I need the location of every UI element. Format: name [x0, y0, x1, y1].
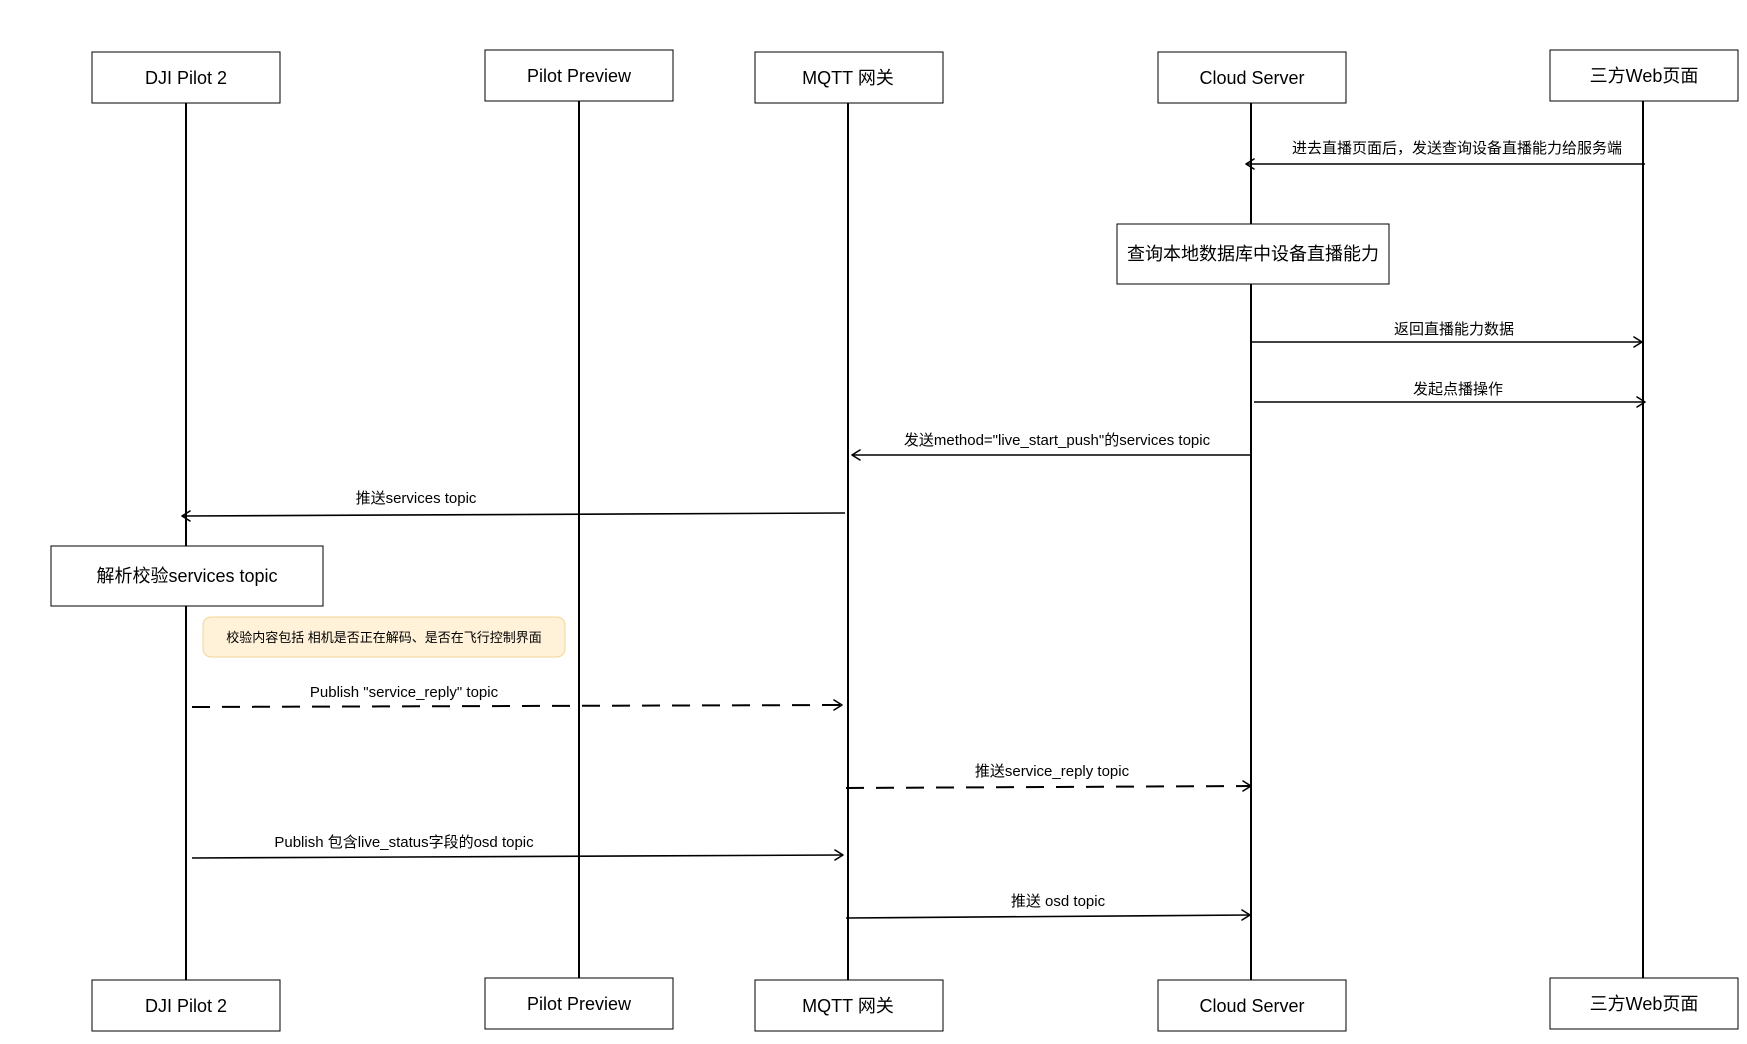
actor-label: Pilot Preview — [527, 66, 632, 86]
activity-label: 解析校验services topic — [96, 566, 277, 586]
actor-label: 三方Web页面 — [1590, 66, 1699, 86]
activity-query-local-db: 查询本地数据库中设备直播能力 — [1116, 223, 1390, 285]
actor-top-mqtt-gateway: MQTT 网关 — [754, 51, 944, 104]
message-label: 推送services topic — [356, 490, 477, 507]
message-push-service-reply: 推送service_reply topic — [845, 763, 1252, 792]
note-label: 校验内容包括 相机是否正在解码、是否在飞行控制界面 — [226, 630, 542, 645]
activity-label: 查询本地数据库中设备直播能力 — [1127, 244, 1379, 264]
note-validation-content: 校验内容包括 相机是否正在解码、是否在飞行控制界面 — [202, 616, 566, 658]
message-label: 发送method="live_start_push"的services topi… — [904, 432, 1211, 449]
actor-bottom-dji-pilot-2: DJI Pilot 2 — [91, 979, 281, 1032]
message-label: 推送service_reply topic — [975, 763, 1130, 780]
actor-bottom-pilot-preview: Pilot Preview — [484, 977, 674, 1030]
activity-parse-services-topic: 解析校验services topic — [50, 545, 324, 607]
actor-label: 三方Web页面 — [1590, 994, 1699, 1014]
actor-top-third-party-web: 三方Web页面 — [1549, 49, 1739, 102]
actor-bottom-mqtt-gateway: MQTT 网关 — [754, 979, 944, 1032]
actor-label: DJI Pilot 2 — [145, 68, 227, 88]
actor-top-cloud-server: Cloud Server — [1157, 51, 1347, 104]
actor-top-dji-pilot-2: DJI Pilot 2 — [91, 51, 281, 104]
actor-label: DJI Pilot 2 — [145, 996, 227, 1016]
message-publish-service-reply: Publish "service_reply" topic — [191, 684, 843, 711]
actor-label: Pilot Preview — [527, 994, 632, 1014]
message-label: 推送 osd topic — [1011, 893, 1106, 910]
message-label: 返回直播能力数据 — [1394, 321, 1514, 338]
actor-label: MQTT 网关 — [802, 68, 894, 88]
message-start-on-demand: 发起点播操作 — [1254, 381, 1646, 408]
actor-label: MQTT 网关 — [802, 996, 894, 1016]
actor-label: Cloud Server — [1199, 68, 1304, 88]
message-send-live-start-push: 发送method="live_start_push"的services topi… — [851, 432, 1251, 461]
message-label: Publish "service_reply" topic — [310, 684, 499, 701]
message-label: 进去直播页面后，发送查询设备直播能力给服务端 — [1292, 140, 1622, 157]
actor-top-pilot-preview: Pilot Preview — [484, 49, 674, 102]
actor-bottom-third-party-web: 三方Web页面 — [1549, 977, 1739, 1030]
message-return-capability-data: 返回直播能力数据 — [1251, 321, 1643, 348]
message-label: 发起点播操作 — [1413, 381, 1503, 398]
message-push-osd-topic: 推送 osd topic — [845, 893, 1251, 921]
actor-bottom-cloud-server: Cloud Server — [1157, 979, 1347, 1032]
message-label: Publish 包含live_status字段的osd topic — [274, 834, 534, 851]
message-publish-osd-topic: Publish 包含live_status字段的osd topic — [191, 834, 844, 861]
message-push-services-topic: 推送services topic — [181, 490, 846, 522]
message-query-live-capability: 进去直播页面后，发送查询设备直播能力给服务端 — [1245, 140, 1645, 170]
actor-label: Cloud Server — [1199, 996, 1304, 1016]
